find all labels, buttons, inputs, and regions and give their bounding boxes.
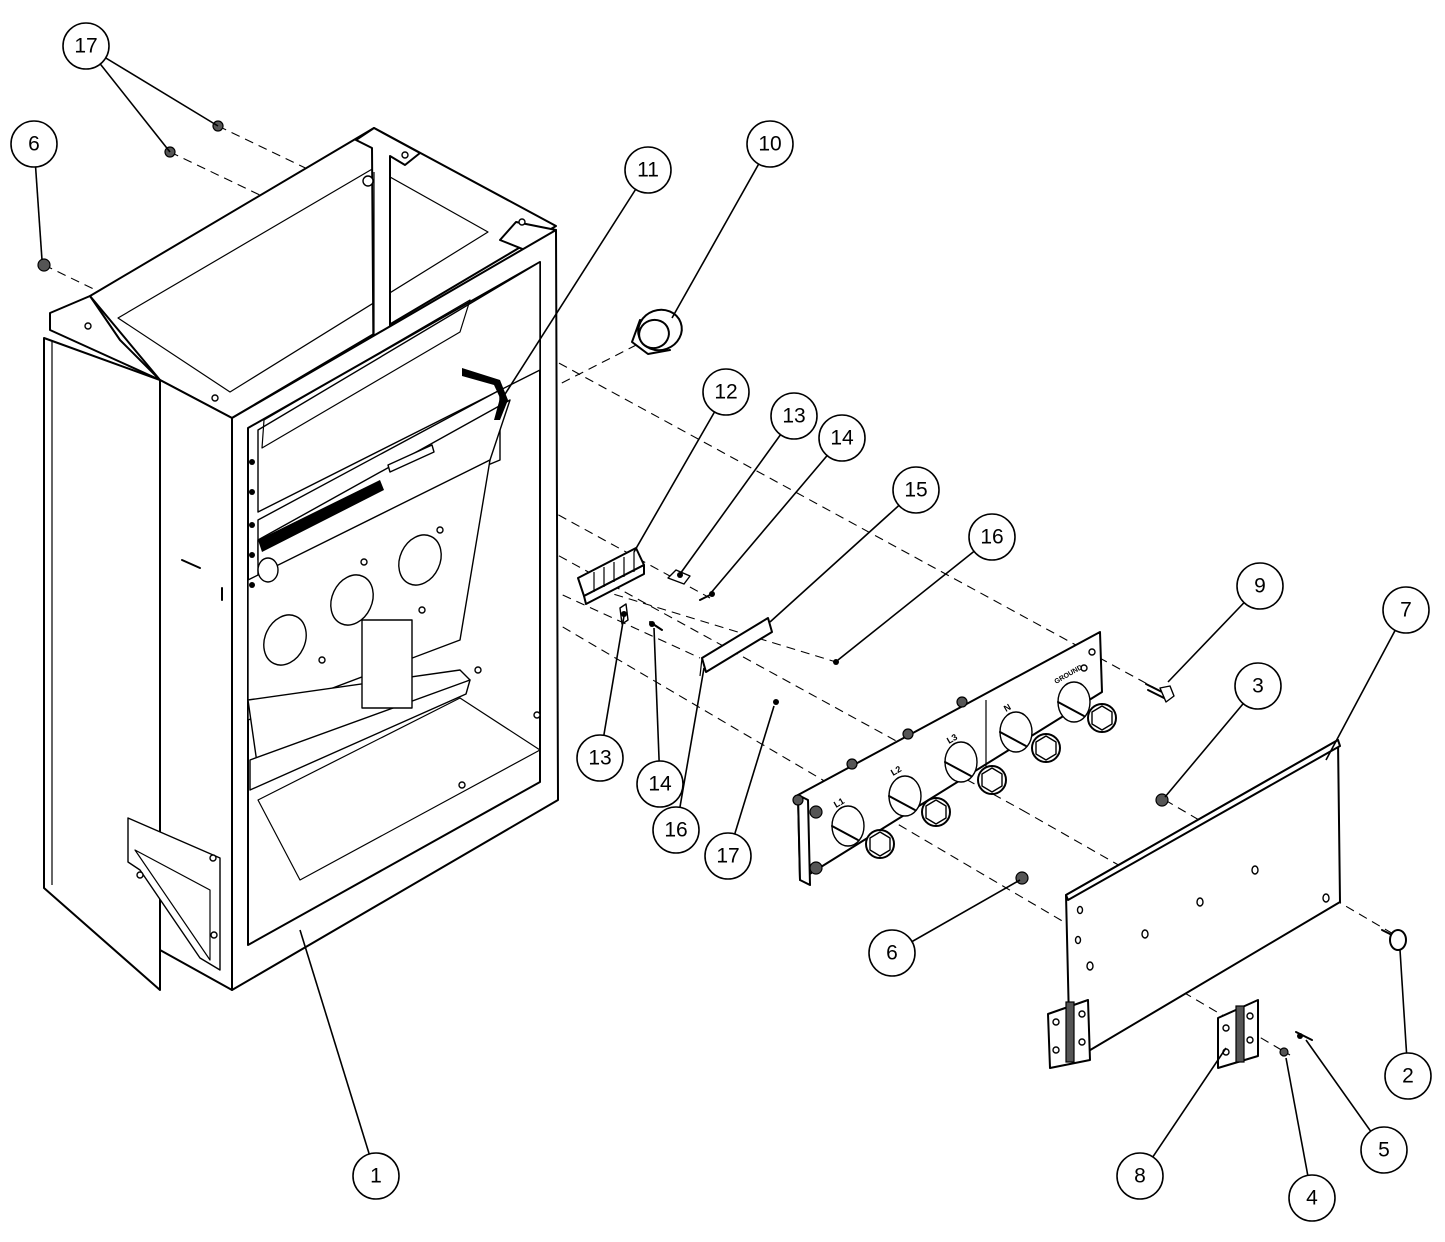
label-n: N	[1002, 702, 1013, 714]
terminal-l2	[888, 775, 951, 827]
callout-6-top: 6	[10, 120, 58, 168]
callout-1-number: 1	[370, 1165, 382, 1188]
callout-11: 11	[624, 146, 672, 194]
callout-15-number: 17	[74, 35, 97, 58]
enclosure-box	[43, 127, 559, 991]
callout-13-upper-number: 13	[782, 405, 805, 428]
callout-11-number: 11	[637, 159, 659, 182]
knob-2	[1381, 929, 1407, 951]
callout-10-number: 10	[758, 133, 781, 156]
callout-8-number: 8	[1134, 1165, 1146, 1188]
terminal-n	[999, 711, 1061, 763]
callout-2-number: 2	[1402, 1065, 1414, 1088]
callout-8: 8	[1116, 1152, 1164, 1200]
callout-16-lower: 16	[652, 806, 700, 854]
callout-9-number: 9	[1254, 575, 1266, 598]
callout-10: 10	[746, 120, 794, 168]
clip-13-lower	[619, 603, 629, 625]
screw-14-upper	[699, 591, 715, 601]
callout-3-number: 3	[1252, 675, 1264, 698]
callout-16-upper-number: 15	[904, 479, 927, 502]
terminal-l1	[831, 805, 895, 859]
callout-12: 12	[702, 368, 750, 416]
bracket-16	[699, 617, 773, 677]
terminal-ground	[1057, 681, 1117, 733]
screw-5	[1295, 1031, 1313, 1041]
callout-6-lower-number: 6	[886, 942, 898, 965]
callout-5-number: 5	[1378, 1139, 1390, 1162]
terminal-plate: L1 L2 L3 N GROUND	[792, 631, 1117, 886]
nut-6-lower	[1015, 871, 1029, 885]
leader-lines	[33, 45, 1409, 1199]
label-l1: L1	[832, 796, 846, 810]
label-l3: L3	[945, 732, 959, 746]
terminal-l3	[944, 741, 1007, 795]
callout-14-upper: 14	[818, 414, 866, 462]
callout-17-upper-number: 16	[980, 526, 1003, 549]
nut-6-top	[37, 258, 51, 272]
callout-3: 3	[1234, 662, 1282, 710]
bolt-9	[1145, 683, 1175, 703]
callout-14-lower-number: 14	[648, 773, 672, 796]
callout-7-number: 7	[1400, 599, 1412, 622]
callout-14-lower: 14	[636, 760, 684, 808]
clip-13-upper	[667, 569, 691, 585]
callout-16-upper: 15	[892, 466, 940, 514]
callout-2: 2	[1384, 1052, 1432, 1100]
callout-13-lower: 13	[576, 734, 624, 782]
callout-9: 9	[1236, 562, 1284, 610]
nut-4	[1279, 1047, 1289, 1057]
callout-14-upper-number: 14	[830, 427, 854, 450]
screw-14-lower	[649, 621, 663, 631]
callout-1: 1	[352, 1152, 400, 1200]
label-l2: L2	[889, 764, 903, 778]
callout-7: 7	[1382, 586, 1430, 634]
callout-16-lower-number: 16	[664, 819, 687, 842]
callout-4: 4	[1288, 1174, 1336, 1222]
callout-6-lower: 6	[868, 929, 916, 977]
screw-17-lower	[773, 699, 779, 705]
callout-17-lower: 17	[704, 832, 752, 880]
callout-15: 17	[62, 22, 110, 70]
callout-13-lower-number: 13	[588, 747, 611, 770]
callout-4-number: 4	[1306, 1187, 1318, 1210]
cover-panel-7	[1047, 739, 1341, 1069]
bushing-10	[631, 308, 683, 355]
callout-6-top-number: 6	[28, 133, 40, 156]
callout-17-upper: 16	[968, 513, 1016, 561]
callout-5: 5	[1360, 1126, 1408, 1174]
hinge-8	[1217, 999, 1259, 1069]
callout-17-lower-number: 17	[716, 845, 739, 868]
terminal-block-12	[577, 547, 645, 605]
screw-17-upper	[833, 659, 839, 665]
callout-12-number: 12	[714, 381, 737, 404]
callout-13-upper: 13	[770, 392, 818, 440]
